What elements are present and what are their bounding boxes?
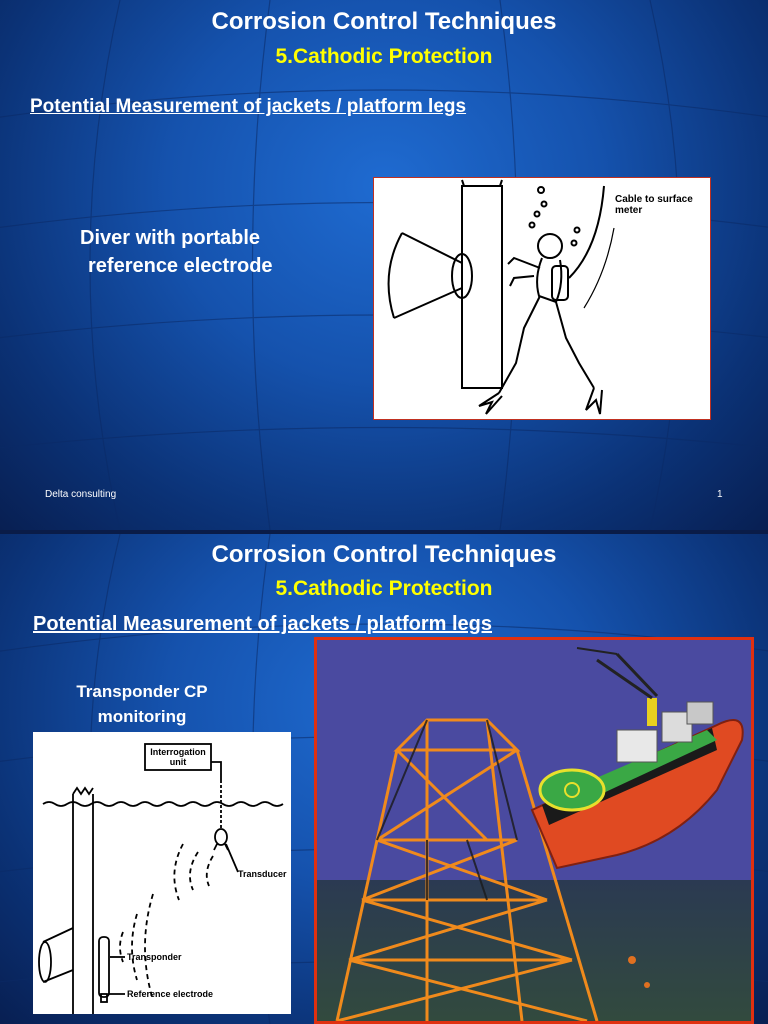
diver-text-line2: reference electrode xyxy=(88,255,273,277)
platform-vessel-image xyxy=(314,637,754,1024)
transponder-caption-line2: monitoring xyxy=(97,707,187,726)
diver-text-line1: Diver with portable xyxy=(80,227,261,249)
diver-figure: Cable to surface meter xyxy=(373,177,711,420)
footer-page-number: 1 xyxy=(717,489,723,500)
section-heading: Potential Measurement of jackets / platf… xyxy=(30,96,467,117)
transponder-caption: Transponder CP monitoring xyxy=(34,679,250,729)
transponder-label: Transponder xyxy=(127,952,182,962)
transponder-figure: Interrogation unit Transducer Transponde… xyxy=(33,732,291,1014)
reference-electrode-label: Reference electrode xyxy=(127,989,214,999)
slide-title: Corrosion Control Techniques xyxy=(211,8,557,35)
cable-label-line2: meter xyxy=(615,205,643,216)
interrogation-label-line2: unit xyxy=(169,757,187,767)
transponder-caption-line1: Transponder CP xyxy=(76,682,208,701)
slide-2: Corrosion Control Techniques 5.Cathodic … xyxy=(0,534,768,1024)
interrogation-unit-label: Interrogation unit xyxy=(147,747,209,767)
cable-label: Cable to surface meter xyxy=(615,194,693,216)
slide-1: Corrosion Control Techniques 5.Cathodic … xyxy=(0,0,768,530)
section-heading: Potential Measurement of jackets / platf… xyxy=(33,613,493,635)
slide-title: Corrosion Control Techniques xyxy=(211,541,557,568)
transducer-label: Transducer xyxy=(238,869,287,879)
slide-subtitle: 5.Cathodic Protection xyxy=(275,577,493,600)
interrogation-label-line1: Interrogation xyxy=(150,747,206,757)
slide-subtitle: 5.Cathodic Protection xyxy=(275,45,493,68)
transponder-diagram xyxy=(38,743,284,1014)
cable-label-line1: Cable to surface xyxy=(615,194,693,205)
diver-illustration xyxy=(387,179,615,415)
platform-vessel-illustration xyxy=(317,640,751,1021)
footer-company: Delta consulting xyxy=(45,489,117,500)
